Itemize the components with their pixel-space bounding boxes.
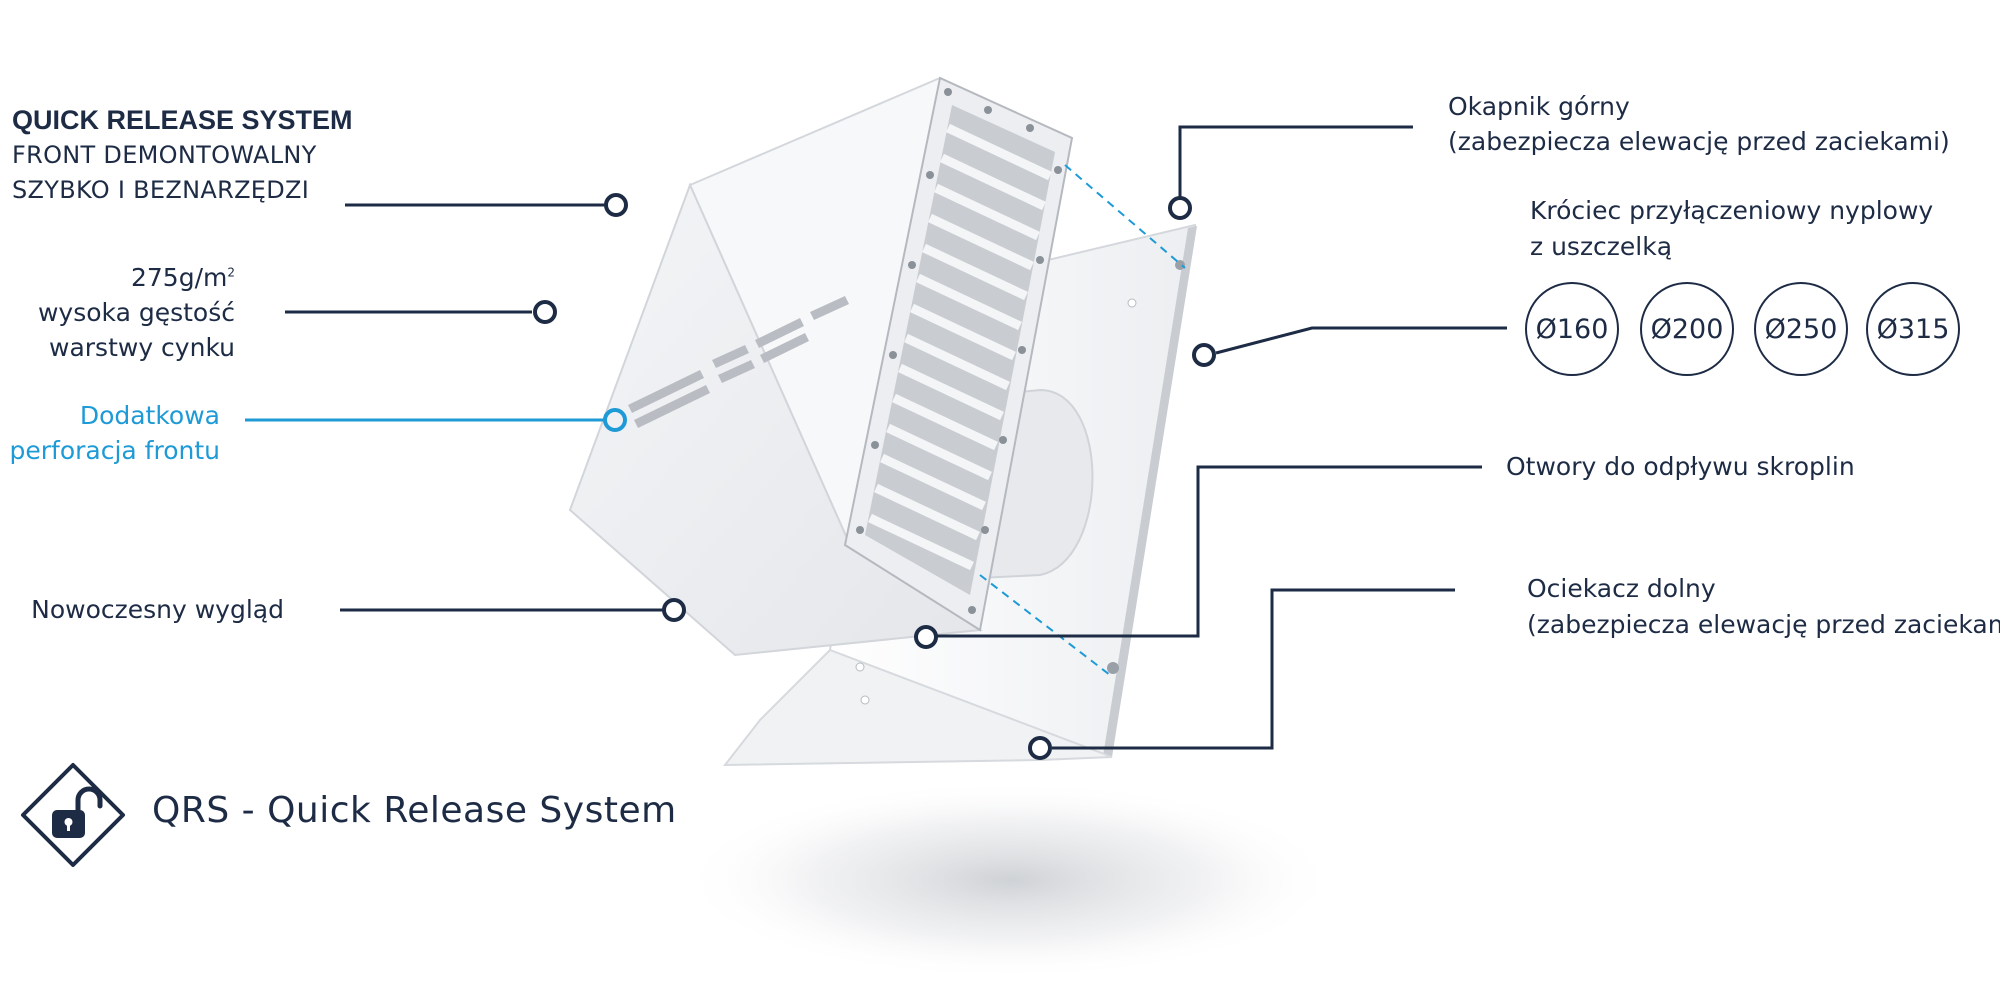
leader-krociec xyxy=(1215,326,1507,355)
ociekacz-line-2: (zabezpiecza elewację przed zaciekami) xyxy=(1527,610,2000,639)
marker-perforation xyxy=(603,408,627,432)
legend-label: QRS - Quick Release System xyxy=(152,790,677,831)
marker-ociekacz xyxy=(1028,736,1052,760)
marker-zinc xyxy=(533,300,557,324)
qrs-line-2: SZYBKO I BEZNARZĘDZI xyxy=(12,176,310,204)
ociekacz-line-1: Ociekacz dolny xyxy=(1527,574,1716,603)
marker-krociec xyxy=(1192,343,1216,367)
qrs-title: QUICK RELEASE SYSTEM xyxy=(12,105,353,135)
marker-modern xyxy=(662,598,686,622)
alignment-line-top xyxy=(1064,164,1186,269)
krociec-line-2: z uszczelką xyxy=(1530,232,1673,261)
okapnik-line-1: Okapnik górny xyxy=(1448,92,1630,121)
bottom-drip-flange xyxy=(722,648,1113,767)
unlocked-padlock-icon xyxy=(21,763,125,867)
diameter-315: Ø315 xyxy=(1866,282,1960,376)
leader-ociekacz xyxy=(1052,588,1455,750)
marker-qrs xyxy=(604,193,628,217)
marker-okapnik xyxy=(1168,196,1192,220)
floor-shadow xyxy=(680,780,1340,980)
otwory-label: Otwory do odpływu skroplin xyxy=(1506,452,1855,481)
zinc-line-3: warstwy cynku xyxy=(49,333,235,362)
zinc-superscript: 2 xyxy=(227,265,235,280)
cover-side-face xyxy=(568,182,983,657)
qrs-line-1: FRONT DEMONTOWALNY xyxy=(12,141,317,169)
side-perforation xyxy=(628,296,849,428)
zinc-line-1: 275g/m2 xyxy=(130,263,235,292)
leader-okapnik xyxy=(1178,125,1413,200)
krociec-line-1: Króciec przyłączeniowy nyplowy xyxy=(1530,196,1934,225)
leader-otwory xyxy=(936,465,1482,638)
diameter-200: Ø200 xyxy=(1640,282,1734,376)
perforation-line-1: Dodatkowa xyxy=(79,401,220,430)
perforation-line-2: perforacja frontu xyxy=(9,436,221,465)
okapnik-line-2: (zabezpiecza elewację przed zaciekami) xyxy=(1448,127,1950,156)
diameter-250: Ø250 xyxy=(1754,282,1848,376)
marker-otwory xyxy=(914,625,938,649)
diameter-160: Ø160 xyxy=(1525,282,1619,376)
modern-look-label: Nowoczesny wygląd xyxy=(31,595,284,624)
zinc-line-2: wysoka gęstość xyxy=(37,298,235,327)
